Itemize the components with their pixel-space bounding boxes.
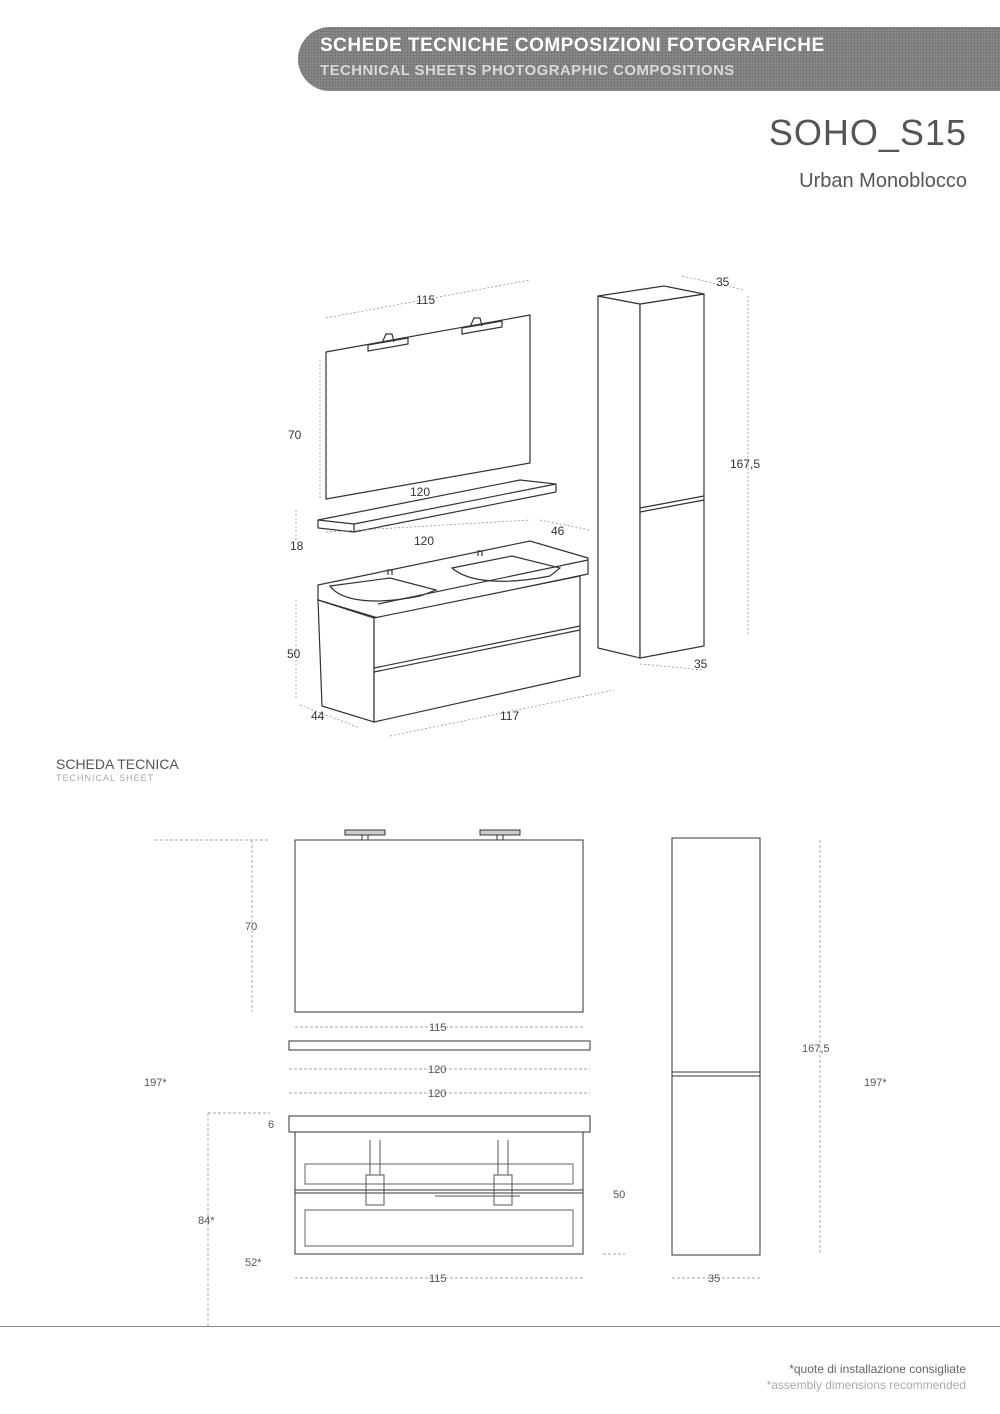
header-subtitle: TECHNICAL SHEETS PHOTOGRAPHIC COMPOSITIO…: [320, 62, 735, 79]
dim-basin-width: 120: [428, 1088, 446, 1100]
header-title: SCHEDE TECNICHE COMPOSIZIONI FOTOGRAFICH…: [320, 35, 825, 56]
shelf-shape: [317, 479, 557, 533]
dim-mirror-height: 70: [245, 921, 257, 933]
dim-cabinet-depth: 44: [311, 709, 325, 723]
product-collection: Urban Monoblocco: [799, 170, 967, 192]
tap-right-icon: [477, 550, 483, 556]
dim-shelf-height: 18: [290, 539, 304, 553]
dim-floor-clearance: 52*: [245, 1257, 262, 1269]
dim-cabinet-width: 117: [500, 709, 519, 723]
dim-column-height: 167,5: [802, 1043, 830, 1055]
dim-basin-depth: 46: [551, 524, 565, 538]
lamp-left-icon: [344, 829, 386, 836]
lamp-right-icon: [479, 829, 521, 836]
basin-right-bowl: [450, 555, 562, 582]
siphon-left-icon: [365, 1140, 385, 1206]
header-banner: SCHEDE TECNICHE COMPOSIZIONI FOTOGRAFICH…: [298, 27, 1000, 91]
siphon-right-icon: [493, 1140, 513, 1206]
cabinet-front: [294, 1131, 584, 1255]
dim-cabinet-height: 50: [613, 1189, 625, 1201]
product-model: SOHO_S15: [768, 112, 967, 153]
shelf-front: [288, 1040, 591, 1051]
dim-shelf-width: 120: [428, 1064, 446, 1076]
dim-column-top: 35: [716, 275, 730, 289]
column-top: [597, 285, 705, 305]
dim-mirror-width: 115: [416, 293, 435, 307]
dim-mirror-width: 115: [429, 1022, 447, 1034]
dim-mirror-height: 70: [288, 428, 302, 442]
dim-shelf-width: 120: [410, 485, 430, 499]
sheet-subtitle: TECHNICAL SHEET: [56, 773, 155, 783]
footer-note-en: *assembly dimensions recommended: [766, 1378, 966, 1392]
dim-top-thickness: 6: [268, 1119, 274, 1131]
basin-top-front: [288, 1115, 591, 1133]
sheet-title: SCHEDA TECNICA: [56, 756, 179, 772]
column-front: [639, 293, 705, 659]
cabinet-front: [373, 575, 581, 723]
dim-cabinet-width: 115: [429, 1273, 447, 1285]
tap-left-icon: [387, 569, 393, 575]
mirror-shape: [325, 314, 531, 500]
basin-top: [317, 540, 589, 619]
dim-total-height: 197*: [144, 1077, 167, 1089]
bottom-divider: [0, 1326, 1000, 1327]
dim-column-height: 167,5: [730, 457, 760, 471]
dim-cabinet-height: 50: [287, 647, 301, 661]
cabinet-side: [317, 599, 375, 723]
dim-column-width: 35: [708, 1273, 720, 1285]
mirror-front: [294, 839, 584, 1013]
dim-column-bottom: 35: [694, 657, 708, 671]
lamp-left-icon: [367, 333, 409, 352]
lamp-right-icon: [461, 317, 503, 335]
dim-basin-width: 120: [414, 534, 434, 548]
dim-column-total: 197*: [864, 1077, 887, 1089]
column-front: [671, 837, 761, 1256]
footer-note-it: *quote di installazione consigliate: [789, 1362, 966, 1376]
dim-install-height: 84*: [198, 1215, 215, 1227]
column-side: [597, 295, 641, 659]
basin-left-bowl: [328, 577, 438, 602]
